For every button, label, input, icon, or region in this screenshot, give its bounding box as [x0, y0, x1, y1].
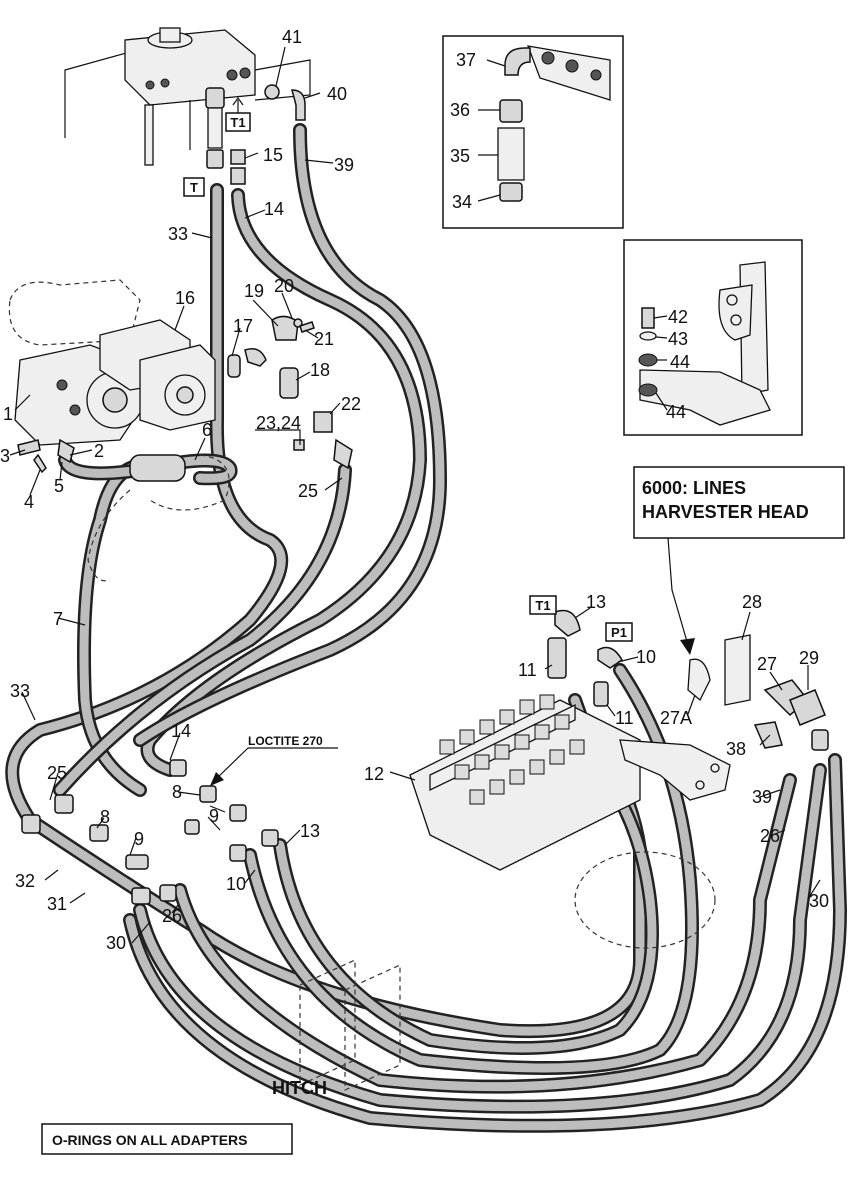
callout-7: 7 — [53, 609, 63, 629]
callout-33b: 33 — [10, 681, 30, 701]
svg-text:T1: T1 — [230, 115, 245, 130]
hitch-label: HITCH — [272, 1078, 327, 1098]
callout-34: 34 — [452, 192, 472, 212]
callout-33: 33 — [168, 224, 188, 244]
hoses — [5, 123, 847, 1133]
mount-bracket — [619, 634, 829, 801]
callout-4: 4 — [24, 492, 34, 512]
inset-fitting-detail — [442, 35, 624, 229]
callout-39: 39 — [334, 155, 354, 175]
callout-43: 43 — [668, 329, 688, 349]
callout-32: 32 — [15, 871, 35, 891]
svg-text:T: T — [190, 180, 198, 195]
callout-14b: 14 — [171, 721, 191, 741]
callout-27: 27 — [757, 654, 777, 674]
callout-18: 18 — [310, 360, 330, 380]
callout-35: 35 — [450, 146, 470, 166]
callout-30b: 30 — [809, 891, 829, 911]
callout-26b: 26 — [760, 826, 780, 846]
callout-41: 41 — [282, 27, 302, 47]
callout-5: 5 — [54, 476, 64, 496]
callout-25b: 25 — [47, 763, 67, 783]
tank-fittings — [205, 84, 306, 185]
callout-15: 15 — [263, 145, 283, 165]
callout-2: 2 — [94, 441, 104, 461]
harvester-head-line2: HARVESTER HEAD — [642, 502, 809, 522]
port-label-t-top: T — [183, 177, 205, 197]
loctite-note: LOCTITE 270 — [248, 734, 323, 748]
callout-31: 31 — [47, 894, 67, 914]
callout-30a: 30 — [106, 933, 126, 953]
svg-text:P1: P1 — [611, 625, 627, 640]
callout-3: 3 — [0, 446, 10, 466]
callout-14: 14 — [264, 199, 284, 219]
callout-44b: 44 — [666, 402, 686, 422]
pump-assembly — [8, 279, 353, 482]
callout-1: 1 — [3, 404, 13, 424]
callout-40: 40 — [327, 84, 347, 104]
o-rings-note: O-RINGS ON ALL ADAPTERS — [41, 1123, 293, 1155]
callout-9b: 9 — [134, 829, 144, 849]
control-valve — [409, 609, 641, 871]
port-label-t1-top: T1 — [225, 112, 251, 132]
callout-23-24: 23,24 — [256, 413, 301, 433]
callout-39b: 39 — [752, 787, 772, 807]
callout-9a: 9 — [209, 806, 219, 826]
callout-44a: 44 — [670, 352, 690, 372]
callout-10a: 10 — [636, 647, 656, 667]
callout-22: 22 — [341, 394, 361, 414]
dashed-outlines — [87, 454, 716, 1091]
callouts: 41 40 15 39 14 33 37 36 35 34 16 19 20 2… — [0, 27, 829, 953]
callout-20: 20 — [274, 276, 294, 296]
callout-21: 21 — [314, 329, 334, 349]
couplings — [21, 759, 279, 905]
port-label-p1-valve: P1 — [605, 622, 633, 642]
callout-42: 42 — [668, 307, 688, 327]
callout-11a: 11 — [518, 660, 537, 680]
callout-11b: 11 — [615, 708, 634, 728]
callout-8a: 8 — [172, 782, 182, 802]
callout-37: 37 — [456, 50, 476, 70]
callout-6: 6 — [202, 420, 212, 440]
callout-8b: 8 — [100, 807, 110, 827]
svg-text:T1: T1 — [535, 598, 550, 613]
leaders — [9, 46, 821, 944]
callout-26a: 26 — [162, 906, 182, 926]
callout-16: 16 — [175, 288, 195, 308]
callout-19: 19 — [244, 281, 264, 301]
callout-28: 28 — [742, 592, 762, 612]
port-label-t1-valve: T1 — [529, 595, 557, 615]
callout-17: 17 — [233, 316, 253, 336]
callout-25: 25 — [298, 481, 318, 501]
callout-29: 29 — [799, 648, 819, 668]
hydraulic-tank — [64, 27, 311, 166]
callout-12: 12 — [364, 764, 384, 784]
callout-13b: 13 — [300, 821, 320, 841]
harvester-head-line1: 6000: LINES — [642, 478, 746, 498]
callout-36: 36 — [450, 100, 470, 120]
svg-text:O-RINGS ON ALL ADAPTERS: O-RINGS ON ALL ADAPTERS — [52, 1132, 248, 1148]
callout-10b: 10 — [226, 874, 246, 894]
callout-27a: 27A — [660, 708, 692, 728]
harvester-head-note: 6000: LINES HARVESTER HEAD — [633, 466, 845, 539]
callout-13a: 13 — [586, 592, 606, 612]
callout-38: 38 — [726, 739, 746, 759]
inset-bracket-detail — [623, 239, 803, 436]
